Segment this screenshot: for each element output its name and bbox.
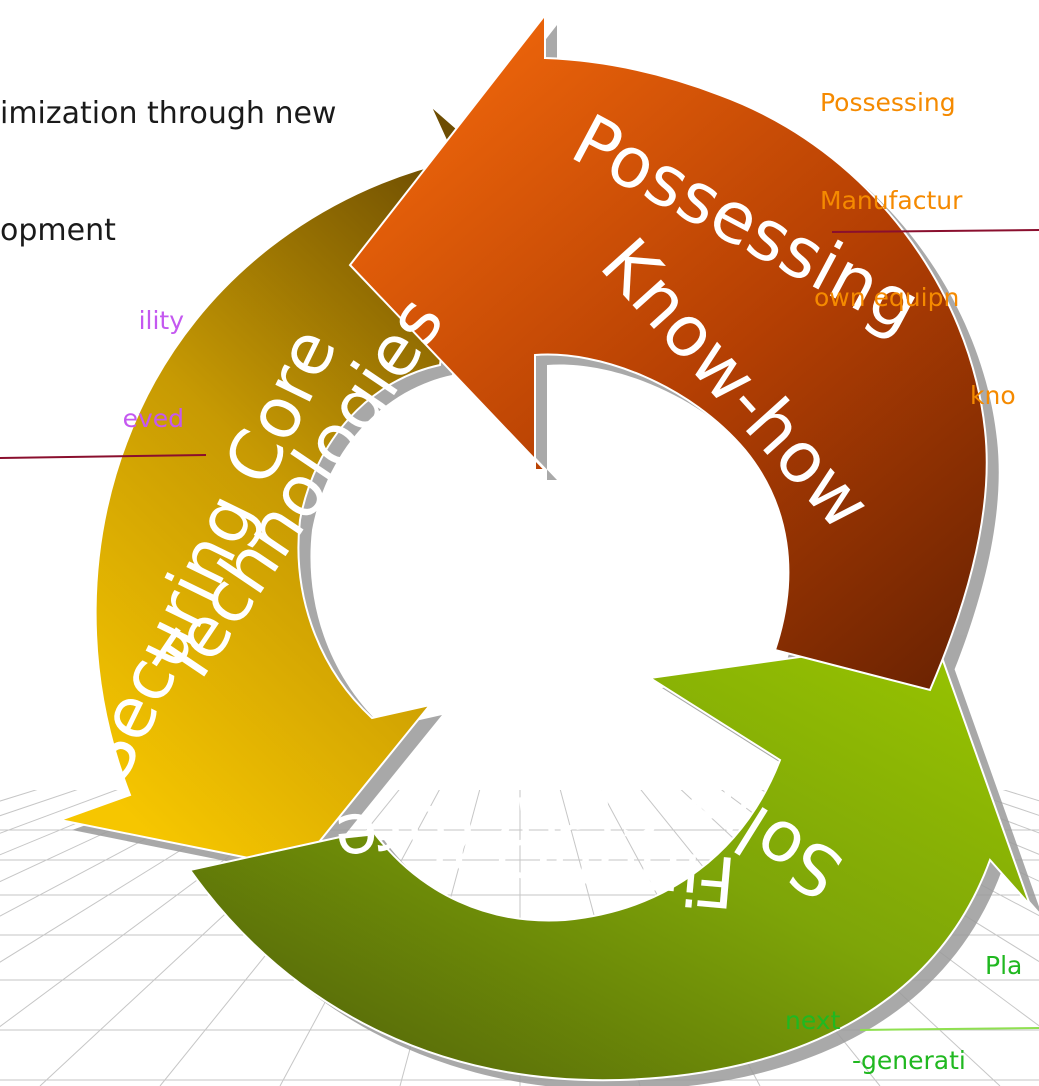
callout-bottom-right-line2: next [785, 1006, 841, 1035]
callout-left-purple: ility eved [123, 240, 184, 468]
arrow-securing-core-technologies [56, 104, 472, 870]
callout-top-right-line2: Manufactur [820, 185, 963, 215]
callout-bottom-right-line1: Pla [985, 951, 1023, 980]
grid-line [0, 790, 199, 883]
arrow-possessing-know-how [348, 12, 988, 692]
callout-top-left: imization through new opment [0, 16, 336, 289]
leader-line-left [0, 454, 207, 459]
leader-line-top-right [831, 229, 1039, 233]
grid-line [0, 790, 279, 963]
callout-top-right-line1: Possessing [820, 88, 956, 117]
callout-top-right-line4: kno [970, 380, 1016, 410]
callout-top-left-line2: opment [0, 213, 116, 248]
arrow-solid-financial-structure [188, 636, 1031, 1082]
callout-top-left-line1: imization through new [0, 96, 337, 131]
callout-top-right: Possessing Manufactur own equipn kno [814, 22, 1016, 445]
callout-left-purple-line1: ility [138, 306, 184, 335]
grid-line [0, 790, 239, 917]
leader-line-bottom-right [859, 1027, 1039, 1031]
callout-top-right-line3: own equipn [814, 283, 960, 312]
callout-bottom-right-line3: -generati [852, 1046, 966, 1075]
callout-left-purple-line2: eved [122, 403, 184, 433]
